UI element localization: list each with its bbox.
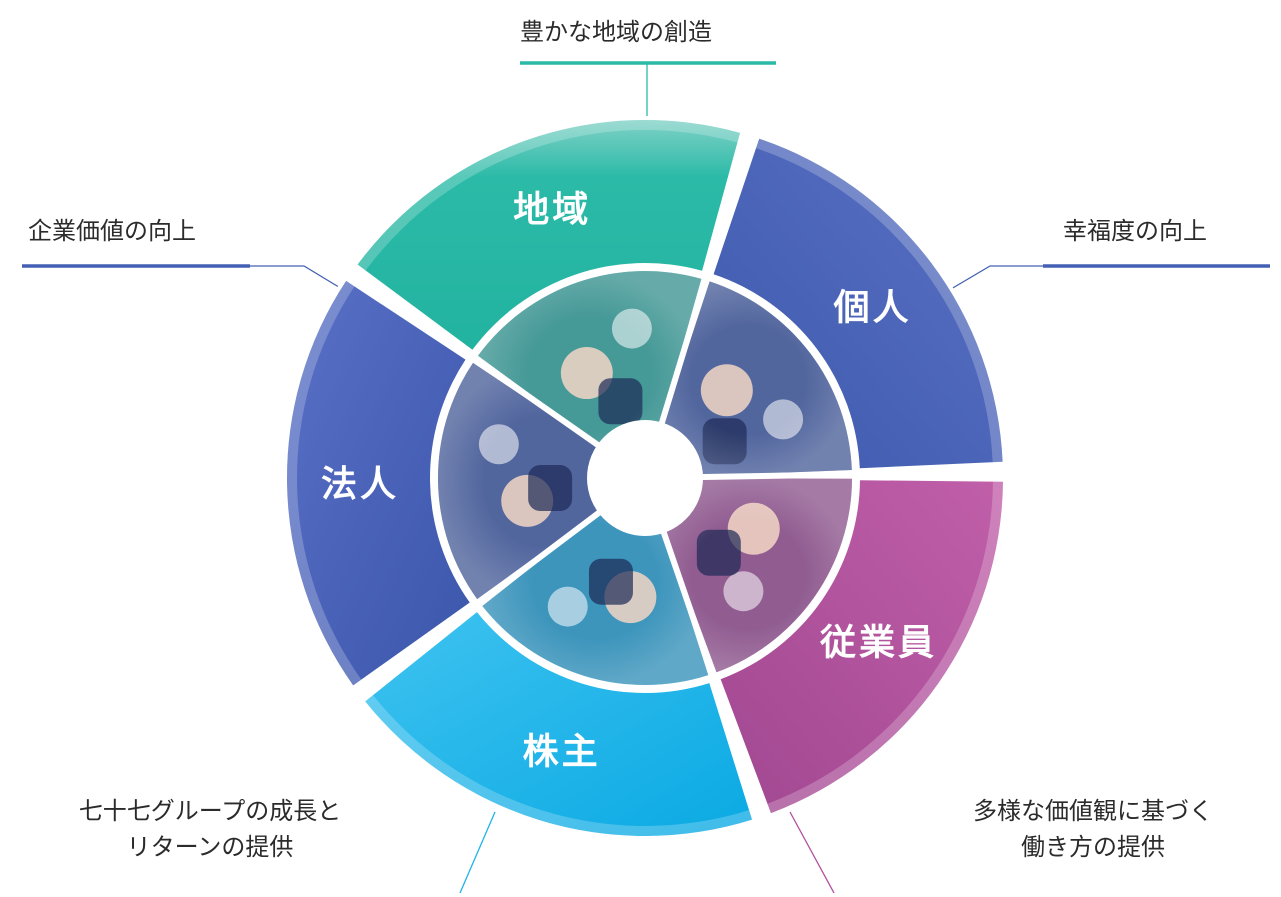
segment-rim-corporate (287, 280, 362, 686)
segment-region (357, 120, 741, 350)
value-text-line-1: 七十七グループの成長と (78, 797, 342, 825)
segment-rim-region (357, 120, 741, 271)
value-text-line-2: リターンの提供 (126, 833, 294, 861)
segment-individual (713, 138, 1003, 469)
segment-rim-individual (755, 138, 1003, 463)
callout-corporate: 企業価値の向上 (28, 213, 196, 249)
segment-label-shareholder: 株主 (523, 732, 601, 773)
photo-customers-consultation (645, 281, 852, 478)
value-text: 企業価値の向上 (28, 217, 196, 245)
connector-line-individual (945, 265, 1043, 293)
segment-label-individual: 個人 (833, 287, 912, 328)
value-text-line-2: 働き方の提供 (1021, 833, 1165, 861)
segment-employee (720, 480, 1003, 814)
segment-rim-employee (767, 481, 1003, 814)
photo-employee-at-work (645, 478, 852, 673)
value-text: 豊かな地域の創造 (520, 18, 712, 46)
callout-shareholder: 七十七グループの成長と リターンの提供 (45, 793, 375, 865)
segment-label-employee: 従業員 (819, 622, 937, 663)
segment-label-corporate: 法人 (321, 464, 399, 505)
segment-label-region: 地域 (513, 190, 591, 231)
photo-business-handshake (438, 362, 645, 600)
segment-rim-shareholder (365, 695, 753, 836)
connector-line-employee (789, 811, 835, 894)
value-text-line-1: 多様な価値観に基づく (973, 797, 1213, 825)
value-text: 幸福度の向上 (1063, 217, 1207, 245)
connector-line-shareholder (459, 811, 496, 894)
connector-line-corporate (250, 265, 348, 293)
segment-shareholder (365, 612, 753, 836)
callout-employee: 多様な価値観に基づく 働き方の提供 (943, 793, 1243, 865)
segment-corporate (287, 280, 470, 686)
callout-individual: 幸福度の向上 (1063, 213, 1207, 249)
center-circle (587, 420, 703, 536)
callout-region: 豊かな地域の創造 (520, 14, 712, 50)
